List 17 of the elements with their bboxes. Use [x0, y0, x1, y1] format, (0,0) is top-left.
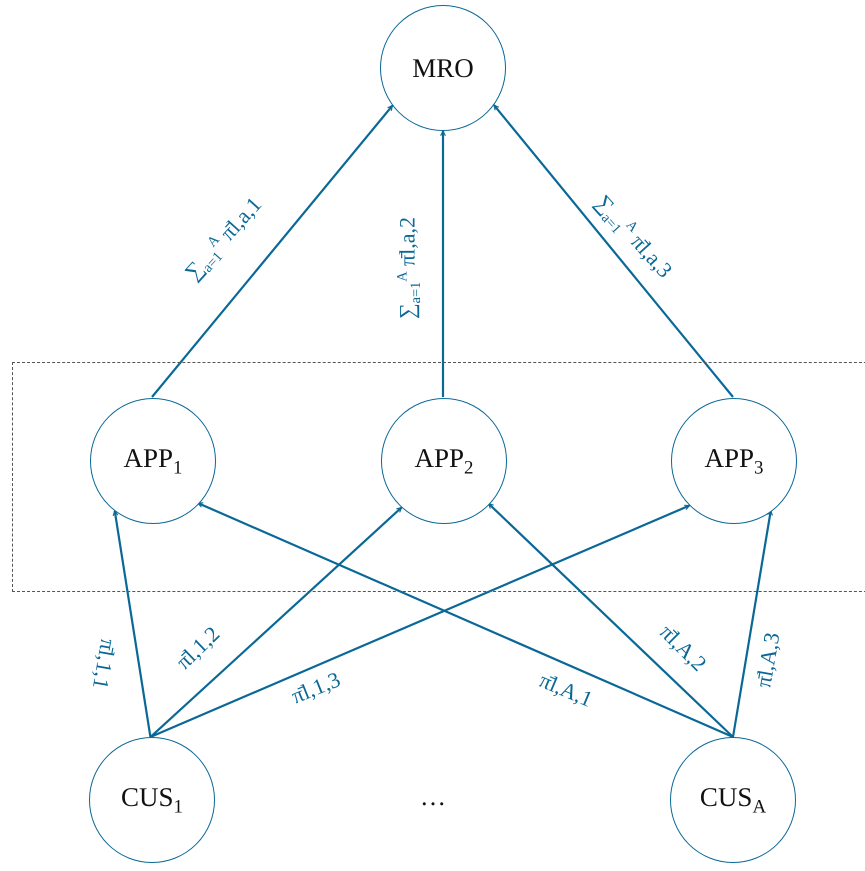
- arrow: [112, 510, 152, 738]
- arrow: [150, 504, 690, 738]
- node-label: APP$_{1}$: [124, 442, 182, 480]
- arrow: [151, 104, 394, 398]
- arrow: [150, 506, 402, 738]
- arrow: [732, 510, 773, 738]
- dashed-group-box: [12, 362, 865, 592]
- node-label: CUS$_{A}$: [700, 782, 766, 818]
- arrow: [488, 502, 734, 738]
- arrow: [440, 130, 446, 397]
- ellipsis-label: …: [420, 782, 446, 812]
- arrow: [493, 104, 734, 398]
- node-label: APP$_{2}$: [414, 442, 474, 480]
- node-label: MRO: [412, 52, 474, 84]
- node-label: CUS$_{1}$: [121, 782, 183, 818]
- arrow: [197, 502, 734, 738]
- node-label: APP$_{3}$: [704, 442, 764, 480]
